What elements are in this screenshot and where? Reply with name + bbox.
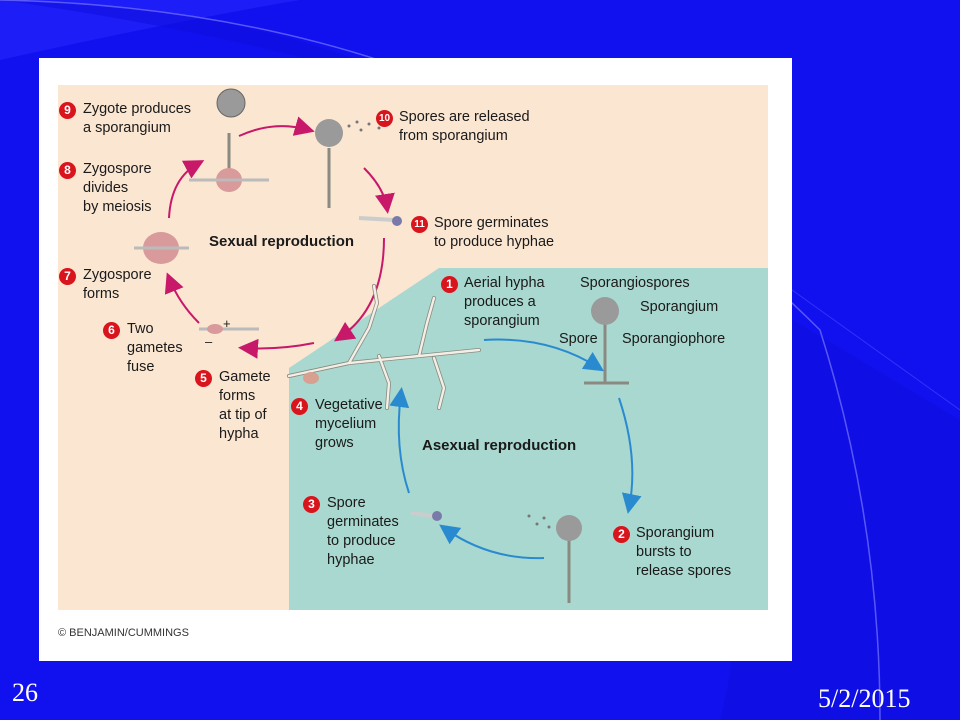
fusing-gametes-6 — [199, 324, 259, 334]
step-badge-4: 4 — [291, 398, 308, 415]
step-label-10: Spores are released from sporangium — [399, 109, 530, 144]
step-badge-1: 1 — [441, 276, 458, 293]
step-badge-8: 8 — [59, 162, 76, 179]
label-minus: – — [205, 334, 213, 349]
sexual-reproduction-title: Sexual reproduction — [209, 233, 355, 250]
step-label-3: Spore germinates to produce hyphae — [327, 495, 399, 568]
slide-date: 5/2/2015 — [818, 684, 911, 713]
step-label-5: Gamete forms at tip of hypha — [219, 369, 271, 442]
step-label-7: Zygospore forms — [83, 267, 152, 302]
spore-11 — [358, 216, 402, 226]
zygospore-8 — [134, 232, 189, 264]
label-spore: Spore — [559, 331, 598, 347]
label-plus: + — [223, 316, 231, 331]
zygospore-9 — [189, 168, 269, 192]
label-sporangiospores: Sporangiospores — [580, 275, 690, 291]
step-badge-2: 2 — [613, 526, 630, 543]
step-badge-6: 6 — [103, 322, 120, 339]
slide-number: 26 — [12, 678, 38, 707]
step-label-11: Spore germinates to produce hyphae — [434, 215, 555, 250]
spore-3 — [410, 511, 442, 521]
step-label-2: Sporangium bursts to release spores — [636, 525, 732, 579]
step-label-6: Two gametes fuse — [127, 321, 183, 375]
step-badge-10: 10 — [376, 110, 393, 127]
step-badge-9: 9 — [59, 102, 76, 119]
sporangium-10 — [315, 119, 381, 208]
step-badge-11: 11 — [411, 216, 428, 233]
sporangium-2 — [527, 514, 582, 603]
step-label-9: Zygote produces a sporangium — [83, 101, 192, 136]
step-badge-7: 7 — [59, 268, 76, 285]
life-cycle-figure: Sexual reproduction Asexual reproduction… — [39, 58, 792, 661]
sexual-cycle-arrows — [164, 116, 395, 359]
label-sporangiophore: Sporangiophore — [622, 331, 726, 347]
sporangium-1 — [584, 297, 629, 385]
step-badge-3: 3 — [303, 496, 320, 513]
life-cycle-diagram — [58, 85, 768, 610]
step-label-8: Zygospore divides by meiosis — [83, 161, 152, 215]
label-sporangium: Sporangium — [640, 299, 719, 315]
asexual-cycle-arrows — [389, 338, 642, 560]
asexual-panel — [289, 268, 768, 610]
copyright-text: © BENJAMIN/CUMMINGS — [58, 627, 189, 639]
gamete-5 — [303, 372, 319, 384]
step-label-4: Vegetative mycelium grows — [315, 397, 383, 451]
step-label-1: Aerial hypha produces a sporangium — [464, 275, 545, 329]
asexual-reproduction-title: Asexual reproduction — [422, 437, 577, 454]
step-badge-5: 5 — [195, 370, 212, 387]
